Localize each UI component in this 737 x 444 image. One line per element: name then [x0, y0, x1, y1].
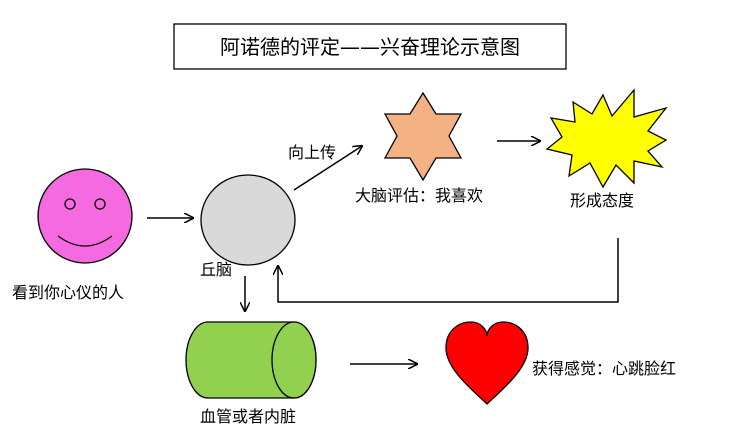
attitude-label: 形成态度: [570, 191, 634, 210]
brain-star-shape: [383, 91, 463, 182]
face-label: 看到你心仪的人: [12, 283, 124, 302]
attitude-burst-shape: [545, 88, 668, 189]
smiley-face-icon: [37, 168, 133, 264]
organs-label: 血管或者内脏: [200, 407, 296, 426]
face-circle: [37, 168, 133, 264]
feedback-arrow-attitude-to-hypothalamus: [278, 238, 619, 303]
heart-icon: [445, 321, 529, 405]
hypothalamus-label: 丘脑: [200, 260, 232, 279]
brain-label: 大脑评估：我喜欢: [355, 186, 483, 205]
organs-cylinder-shape: [185, 321, 317, 399]
arrow-hypothalamus-to-brain: [293, 146, 362, 191]
hypothalamus-ellipse: [200, 174, 296, 266]
upward-label: 向上传: [288, 143, 336, 162]
right-eye: [94, 198, 106, 210]
smile-mouth: [57, 235, 113, 247]
feeling-label: 获得感觉：心跳脸红: [532, 359, 676, 378]
diagram-title: 阿诺德的评定——兴奋理论示意图: [220, 35, 520, 59]
title-box: 阿诺德的评定——兴奋理论示意图: [173, 23, 567, 70]
left-eye: [64, 198, 76, 210]
